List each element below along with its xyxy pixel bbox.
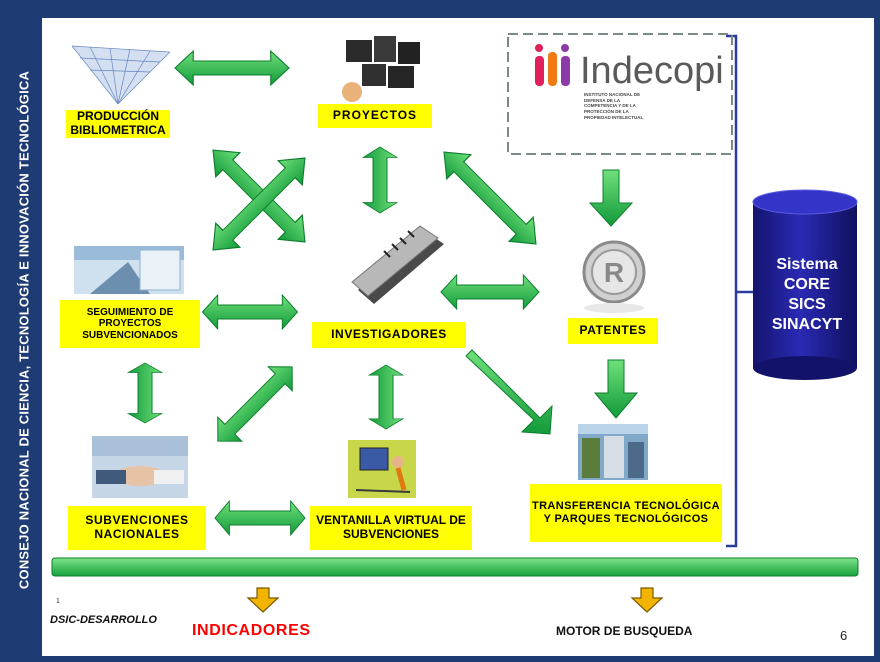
label-proyectos: PROYECTOS [318, 104, 432, 128]
indecopi-logo-text: Indecopi [580, 50, 724, 92]
down-arrow-motor-icon [630, 587, 664, 613]
department-label: DSIC-DESARROLLO [50, 614, 157, 626]
arrow-proyectos-investigadores [362, 146, 398, 214]
indecopi-logo-icon [535, 44, 570, 86]
label-seguimiento: SEGUIMIENTO DE PROYECTOS SUBVENCIONADOS [60, 300, 200, 348]
arrow-seguimiento-investigadores [202, 294, 298, 330]
puzzle-image [342, 36, 420, 102]
arrow-indecopi-patentes [588, 169, 634, 227]
database-label: Sistema CORE SICS SINACYT [771, 256, 843, 333]
indecopi-box [507, 33, 733, 155]
label-transferencia: TRANSFERENCIA TECNOLÓGICA Y PARQUES TECN… [530, 484, 722, 542]
label-investigadores: INVESTIGADORES [312, 322, 466, 348]
label-ventanilla: VENTANILLA VIRTUAL DE SUBVENCIONES [310, 506, 472, 550]
label-patentes: PATENTES [568, 318, 658, 344]
footer-bar [51, 557, 859, 577]
indicadores-label: INDICADORES [192, 622, 311, 639]
arrow-investigadores-ventanilla [368, 364, 404, 430]
bibliometric-network-image [71, 45, 171, 105]
footnote-mark: 1 [56, 598, 60, 605]
page-number: 6 [840, 628, 848, 643]
label-subvenciones: SUBVENCIONES NACIONALES [68, 506, 206, 550]
sidebar [6, 6, 42, 656]
ventanilla-image [348, 440, 416, 498]
indecopi-subtitle: INSTITUTO NACIONAL DE DEFENSA DE LA COMP… [584, 92, 644, 120]
database-icon [752, 189, 858, 380]
arrow-subvenciones-ventanilla [214, 500, 306, 536]
notebook-image [351, 225, 444, 304]
arrow-investigadores-transferencia [465, 349, 553, 435]
svg-text:R: R [604, 257, 624, 288]
transferencia-photos [578, 424, 648, 480]
registered-trademark-icon: R [582, 240, 646, 313]
arrow-proyectos-patentes [431, 139, 549, 257]
arrow-seguimiento-subvenciones [127, 362, 163, 424]
label-produccion-bibliometrica: PRODUCCIÓN BIBLIOMETRICA [66, 104, 170, 144]
arrow-investigadores-subvenciones [205, 354, 305, 454]
arrow-produccion-proyectos [174, 50, 290, 86]
handshake-photo [92, 436, 188, 498]
arrow-patentes-transferencia [593, 359, 639, 419]
down-arrow-indicadores-icon [246, 587, 280, 613]
top-bar [6, 6, 874, 18]
motor-busqueda-label: MOTOR DE BUSQUEDA [556, 624, 693, 638]
seguimiento-photo [74, 246, 184, 294]
arrow-investigadores-patentes [440, 274, 540, 310]
